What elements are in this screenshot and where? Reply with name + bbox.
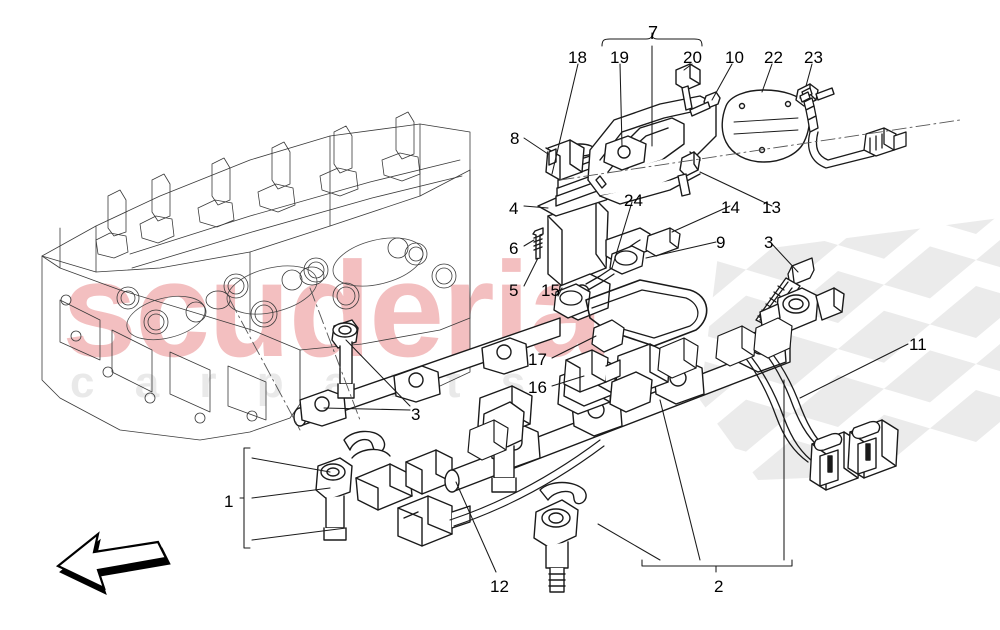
callout-14: 14 [721,198,740,217]
callout-1: 1 [224,492,234,511]
callout-7: 7 [648,23,659,43]
callout-3-left: 3 [411,405,421,424]
callout-19: 19 [610,48,629,67]
callout-16: 16 [528,378,547,397]
callout-20: 20 [683,48,702,67]
callout-8: 8 [510,129,520,148]
callout-23: 23 [804,48,823,67]
callout-12: 12 [490,577,509,596]
callout-24: 24 [624,191,643,210]
callout-13: 13 [762,198,781,217]
callout-6: 6 [509,239,519,258]
callout-10: 10 [725,48,744,67]
callout-4: 4 [509,199,519,218]
callout-15: 15 [541,281,560,300]
callout-18: 18 [568,48,587,67]
callout-9: 9 [716,233,726,252]
callout-5: 5 [509,281,519,300]
callout-3-right: 3 [764,233,774,252]
callout-22: 22 [764,48,783,67]
callout-11: 11 [909,335,927,354]
callout-2: 2 [714,577,724,596]
callout-17: 17 [528,350,547,369]
